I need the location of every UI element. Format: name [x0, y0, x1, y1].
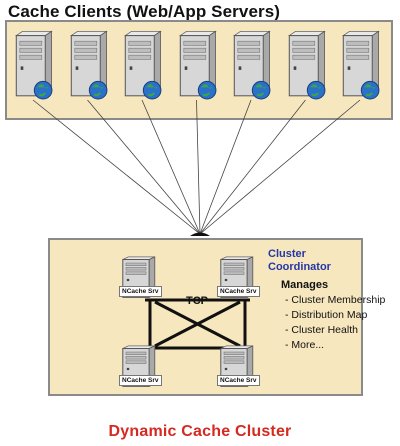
cluster-coordinator-label: Cluster Coordinator [268, 248, 331, 274]
tcp-mesh [145, 298, 250, 350]
globe-icon [360, 80, 380, 100]
cluster-node-label: NCache Srv [217, 375, 260, 386]
responsibility-item: Cluster Health [285, 323, 385, 338]
client-server-icon [120, 30, 164, 105]
coordinator-responsibilities: Cluster Membership Distribution Map Clus… [285, 293, 385, 353]
tcp-label: TCP [186, 295, 208, 307]
client-server-icon [175, 30, 219, 105]
globe-icon [306, 80, 325, 100]
globe-icon [142, 80, 162, 100]
cluster-node-label: NCache Srv [217, 286, 260, 297]
client-server-icon [284, 30, 328, 105]
globe-icon [88, 80, 107, 100]
globe-icon [33, 80, 53, 100]
manages-label: Manages [281, 279, 329, 291]
coordinator-label-line-1: Cluster [268, 248, 306, 260]
cluster-node-server-icon [216, 345, 256, 394]
responsibility-item: Cluster Membership [285, 293, 385, 308]
client-server-icon [338, 30, 382, 105]
client-server-icon [229, 30, 273, 105]
client-server-icon [11, 30, 55, 105]
tcp-link-diagonal-b [154, 300, 241, 348]
cluster-node-server-icon [216, 256, 256, 305]
globe-icon [251, 80, 271, 100]
globe-icon [197, 80, 216, 100]
coordinator-label-line-2: Coordinator [268, 261, 331, 273]
client-connection-lines [32, 99, 361, 235]
client-connection-line [199, 99, 361, 235]
cluster-node-server-icon [118, 345, 158, 394]
dynamic-cache-cluster-title: Dynamic Cache Cluster [108, 423, 292, 440]
cluster-node-label: NCache Srv [119, 286, 162, 297]
client-connection-line [199, 99, 306, 235]
cluster-node-label: NCache Srv [119, 375, 162, 386]
client-server-icon [66, 30, 110, 105]
cache-clients-title: Cache Clients (Web/App Servers) [8, 2, 281, 21]
client-connection-line [199, 99, 252, 235]
client-connection-line [196, 99, 201, 235]
client-connection-line [32, 99, 201, 235]
responsibility-item: More... [285, 338, 385, 353]
client-connection-line [141, 99, 201, 235]
cluster-connection-point [190, 232, 210, 236]
cluster-node-server-icon [118, 256, 158, 305]
responsibility-item: Distribution Map [285, 308, 385, 323]
client-connection-line [87, 99, 201, 235]
